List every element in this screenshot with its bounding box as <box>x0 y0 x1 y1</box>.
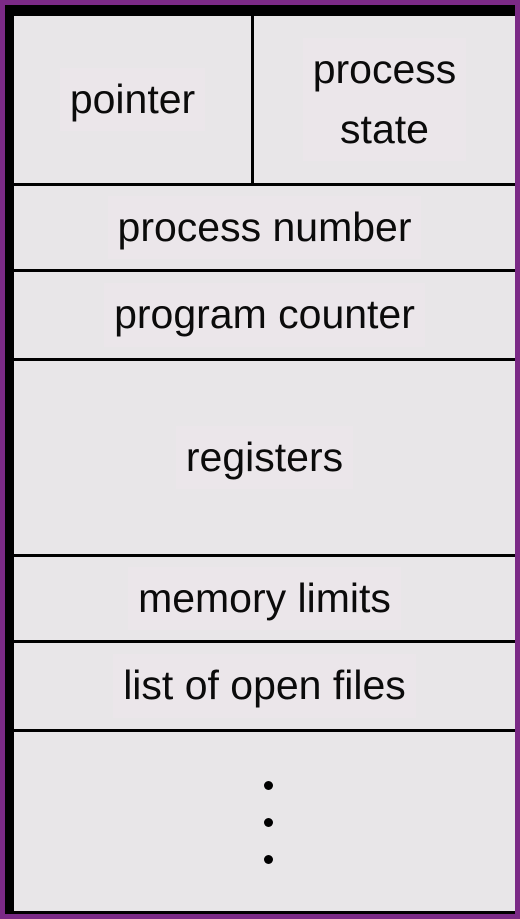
registers-label: registers <box>175 425 354 490</box>
vertical-ellipsis-icon <box>249 16 289 911</box>
process-number-label: process number <box>107 195 422 260</box>
divider-vertical <box>251 16 254 183</box>
open-files-field: list of open files <box>14 643 515 729</box>
program-counter-label: program counter <box>104 283 425 347</box>
divider-row-3 <box>14 358 515 361</box>
memory-limits-field: memory limits <box>14 557 515 640</box>
memory-limits-label: memory limits <box>128 566 401 631</box>
process-number-field: process number <box>14 186 515 269</box>
open-files-label: list of open files <box>113 654 416 718</box>
ellipsis-dot <box>264 781 273 790</box>
pointer-field: pointer <box>14 16 251 183</box>
divider-row-2 <box>14 269 515 272</box>
pointer-label: pointer <box>59 67 206 132</box>
ellipsis-dot <box>264 818 273 827</box>
process-state-label: process state <box>302 38 467 161</box>
process-control-block: pointer process state process number pro… <box>14 16 515 911</box>
ellipsis-dot <box>264 855 273 864</box>
divider-row-1 <box>14 183 515 186</box>
divider-row-5 <box>14 640 515 643</box>
divider-row-6 <box>14 729 515 732</box>
registers-field: registers <box>14 361 515 554</box>
process-state-field: process state <box>254 16 515 183</box>
divider-row-4 <box>14 554 515 557</box>
program-counter-field: program counter <box>14 272 515 358</box>
